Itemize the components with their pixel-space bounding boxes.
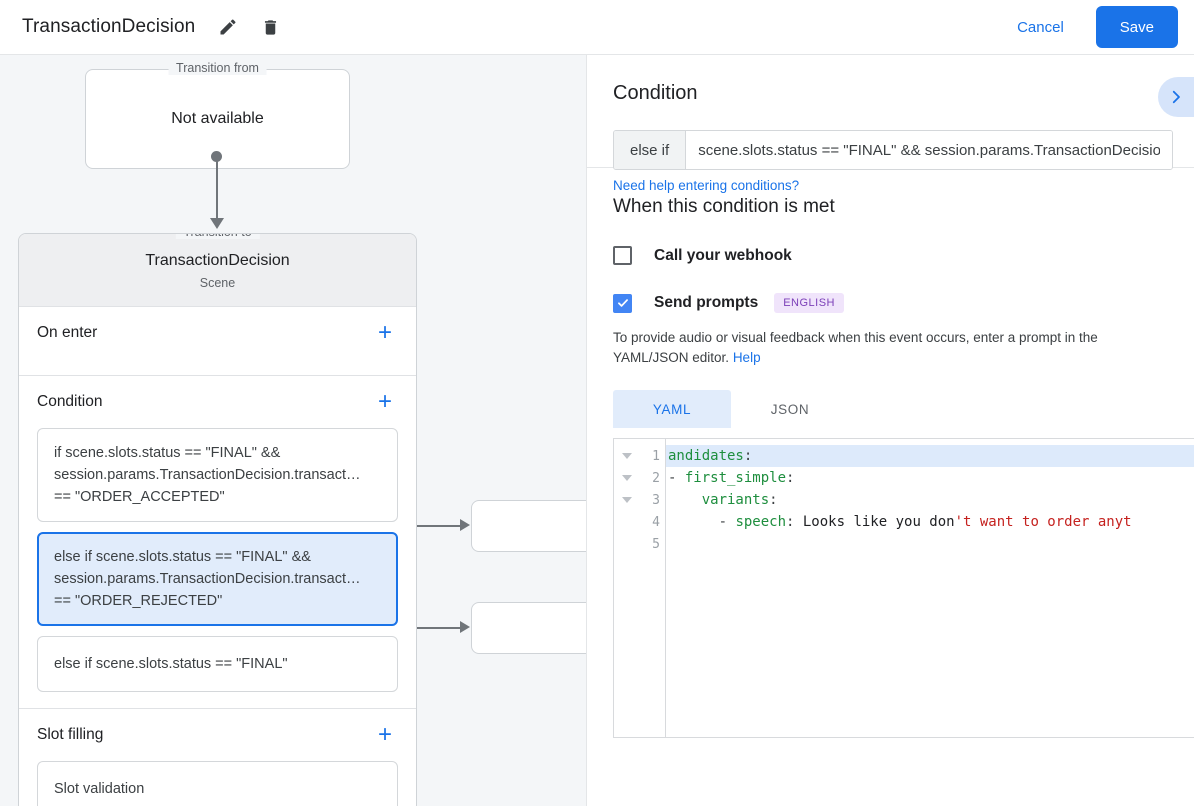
slot-validation-item[interactable]: Slot validation [37, 761, 398, 806]
condition-detail-panel: Condition else if Need help entering con… [586, 55, 1194, 806]
app-header: TransactionDecision Cancel Save [0, 0, 1194, 55]
transition-to-card[interactable]: Transition to TransactionDecision Scene … [18, 233, 417, 806]
section-on-enter: On enter + [19, 306, 416, 375]
fold-triangle-icon[interactable] [622, 475, 632, 481]
cancel-button[interactable]: Cancel [1003, 10, 1078, 45]
editor-format-tabs: YAML JSON [613, 390, 1168, 428]
editor-line-number: 2 [614, 467, 665, 489]
condition-connector-line-1 [402, 525, 462, 527]
prompts-description-text: To provide audio or visual feedback when… [613, 330, 1098, 365]
collapse-panel-button[interactable] [1158, 77, 1194, 117]
editor-code-line[interactable]: - speech: Looks like you don't want to o… [668, 514, 1132, 530]
condition-connector-arrow-2-icon [460, 621, 470, 633]
condition-prefix-label: else if [614, 131, 687, 169]
edit-button[interactable] [211, 10, 245, 44]
section-title-on-enter: On enter [37, 324, 98, 341]
call-webhook-checkbox[interactable] [613, 246, 632, 265]
section-slot-filling: Slot filling + Slot validation [19, 708, 416, 806]
condition-target-card-2[interactable] [471, 602, 586, 654]
condition-connector-line-2 [402, 627, 462, 629]
editor-line-number: 4 [652, 514, 660, 530]
fold-triangle-icon[interactable] [622, 453, 632, 459]
condition-item[interactable]: if scene.slots.status == "FINAL" && sess… [37, 428, 398, 522]
section-header-on-enter: On enter + [37, 307, 398, 359]
editor-line-number: 3 [614, 489, 665, 511]
section-header-slot-filling: Slot filling + [37, 709, 398, 761]
add-on-enter-button[interactable]: + [377, 319, 392, 346]
transition-from-value: Not available [171, 110, 264, 127]
pencil-icon [220, 19, 236, 35]
condition-expression-row[interactable]: else if [613, 130, 1173, 170]
section-title-slot-filling: Slot filling [37, 726, 104, 743]
editor-line-number: 1 [614, 445, 665, 467]
add-slot-filling-button[interactable]: + [377, 721, 392, 748]
condition-expression-input[interactable] [686, 131, 1172, 169]
delete-button[interactable] [253, 10, 287, 44]
condition-item[interactable]: else if scene.slots.status == "FINAL" [37, 636, 398, 692]
panel-body: When this condition is met Call your web… [587, 168, 1194, 738]
condition-item-selected[interactable]: else if scene.slots.status == "FINAL" &&… [37, 532, 398, 626]
scene-header: TransactionDecision Scene [19, 234, 416, 306]
section-condition: Condition + if scene.slots.status == "FI… [19, 375, 416, 708]
section-title-condition: Condition [37, 393, 103, 410]
condition-connector-arrow-1-icon [460, 519, 470, 531]
when-condition-met-title: When this condition is met [613, 196, 835, 217]
editor-code-line[interactable] [666, 533, 1194, 555]
prompts-description: To provide audio or visual feedback when… [613, 328, 1168, 368]
scene-type: Scene [199, 276, 236, 290]
panel-title: Condition [613, 82, 698, 104]
save-button[interactable]: Save [1095, 6, 1178, 48]
editor-code-line[interactable]: - first_simple: [668, 470, 795, 486]
send-prompts-checkbox[interactable] [613, 293, 632, 313]
send-prompts-checkbox-row[interactable]: Send prompts ENGLISH [613, 293, 1168, 313]
trash-icon [264, 19, 276, 35]
page-title: TransactionDecision [22, 16, 196, 37]
call-webhook-label: Call your webhook [654, 246, 792, 264]
webhook-checkbox-row[interactable]: Call your webhook [613, 246, 1168, 265]
transition-from-legend: Transition from [168, 61, 267, 75]
checkmark-icon [617, 299, 628, 307]
fold-triangle-icon[interactable] [622, 497, 632, 503]
editor-line-number: 5 [652, 536, 660, 552]
panel-header: Condition else if Need help entering con… [587, 55, 1194, 193]
editor-code-line[interactable]: variants: [701, 492, 778, 508]
add-condition-button[interactable]: + [377, 388, 392, 415]
transition-to-legend: Transition to [175, 234, 260, 239]
connector-line-vertical [216, 155, 218, 223]
editor-code-area[interactable]: andidates: - first_simple: variants: - sp… [666, 439, 1194, 737]
scene-graph-canvas[interactable]: Transition from Not available Transition… [0, 55, 586, 806]
scene-name: TransactionDecision [145, 252, 290, 269]
language-badge: ENGLISH [774, 293, 844, 313]
condition-target-card-1[interactable] [471, 500, 586, 552]
tab-yaml[interactable]: YAML [613, 390, 731, 428]
editor-code-line[interactable]: andidates: [666, 445, 1194, 467]
header-actions: Cancel Save [1003, 6, 1194, 48]
chevron-right-icon [1172, 90, 1180, 104]
send-prompts-label: Send prompts [654, 294, 759, 311]
tab-json[interactable]: JSON [770, 401, 810, 417]
connector-arrow-down-icon [210, 218, 224, 229]
section-header-condition: Condition + [37, 376, 398, 428]
prompts-help-link[interactable]: Help [732, 350, 761, 365]
condition-help-link[interactable]: Need help entering conditions? [613, 178, 800, 193]
